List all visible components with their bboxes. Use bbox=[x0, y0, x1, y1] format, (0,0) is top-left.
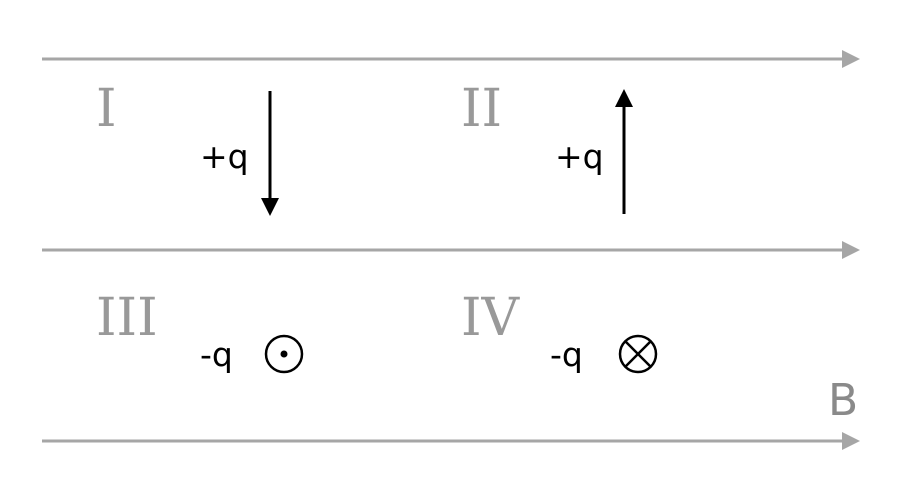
field-arrowhead-icon bbox=[842, 432, 860, 450]
arrow-up-icon bbox=[615, 89, 633, 214]
region-label-1: I bbox=[96, 79, 117, 139]
field-lines bbox=[42, 50, 860, 450]
charge-label-2: +q bbox=[555, 137, 604, 176]
region-label-4: IV bbox=[461, 288, 521, 348]
region-label-3: III bbox=[96, 288, 158, 348]
field-label: B bbox=[828, 375, 858, 426]
field-arrowhead-icon bbox=[842, 50, 860, 68]
field-arrowhead-icon bbox=[842, 241, 860, 259]
charge-label-4: -q bbox=[550, 335, 583, 374]
cross-circle-icon bbox=[618, 334, 658, 374]
region-label-2: II bbox=[461, 79, 502, 139]
arrow-down-icon bbox=[261, 91, 279, 216]
dot-circle-icon bbox=[264, 334, 304, 374]
charge-label-3: -q bbox=[200, 335, 233, 374]
charge-label-1: +q bbox=[200, 137, 249, 176]
